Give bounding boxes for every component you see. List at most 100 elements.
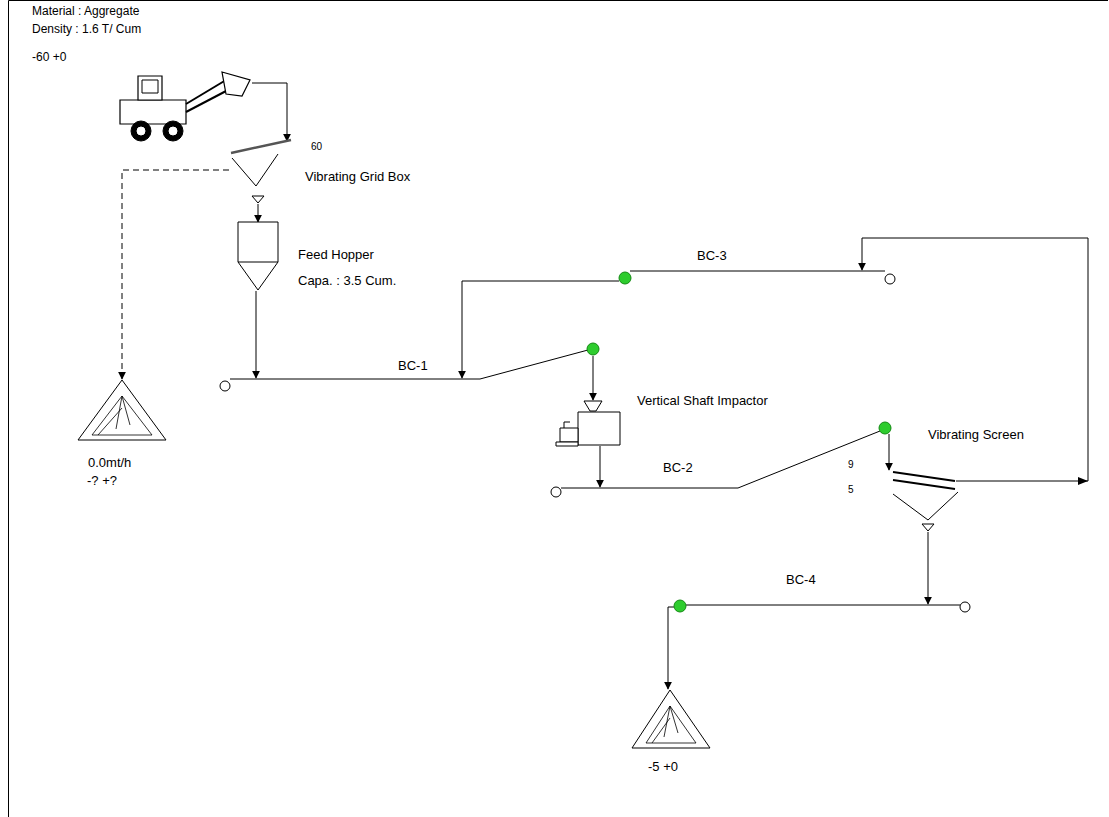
pulley-symbol	[220, 381, 230, 391]
shape-line	[98, 408, 122, 435]
pulley-symbol	[879, 422, 891, 434]
vibrating-screen: 95Vibrating Screen	[840, 428, 965, 530]
shape-line	[256, 154, 278, 186]
shape-line	[652, 718, 670, 743]
shape-outline	[632, 690, 710, 748]
stockpile: -5 +0	[628, 688, 714, 780]
stockpile: 0.0mt/h -? +?	[76, 378, 168, 490]
shape-outline	[142, 80, 158, 93]
shape-line	[738, 431, 880, 488]
shape-outline	[238, 222, 278, 290]
pulley-symbol	[960, 602, 970, 612]
flow-connector	[256, 291, 257, 378]
shape-outline	[222, 72, 250, 96]
pulley-symbol	[131, 121, 151, 141]
belt-conveyor-symbol	[615, 250, 900, 290]
capacity-label: Capa. : 3.5 Cum.	[298, 274, 396, 289]
pulley-symbol	[674, 600, 686, 612]
deck-size-number: 9	[848, 459, 854, 471]
equipment-label: Vibrating Grid Box	[305, 170, 410, 185]
pulley-symbol	[885, 274, 895, 284]
belt-conveyor: BC-1	[218, 340, 602, 394]
shape-line	[893, 472, 955, 481]
pulley-symbol	[619, 272, 631, 284]
feed-hopper-symbol	[236, 220, 280, 292]
vertical-shaft-impactor-symbol	[552, 398, 624, 446]
material-note: Material : Aggregate	[32, 5, 139, 19]
flow-connector	[462, 281, 619, 378]
belt-conveyor: BC-2	[550, 420, 892, 500]
shape-outline	[578, 412, 620, 445]
flow-rate-label: 0.0mt/h	[88, 456, 131, 471]
equipment-label: Vertical Shaft Impactor	[637, 394, 768, 409]
vibrating-grid-box: 60Vibrating Grid Box	[226, 136, 302, 206]
shape-outline	[556, 442, 578, 446]
frame-line	[8, 1, 9, 817]
deck-size-number: 5	[848, 484, 854, 496]
shape-line	[480, 350, 588, 379]
frame-line	[9, 0, 1109, 1]
belt-conveyor: BC-4	[660, 575, 975, 615]
wheel-loader-symbol	[112, 68, 254, 144]
shape-outline	[138, 76, 162, 100]
size-range-label: -5 +0	[648, 760, 678, 775]
pulley-symbol	[551, 487, 561, 497]
shape-line	[122, 396, 130, 425]
flow-connector	[600, 446, 601, 487]
shape-line	[893, 494, 928, 520]
shape-outline	[922, 524, 934, 531]
shape-line	[230, 379, 480, 380]
pulley-symbol	[587, 343, 599, 355]
shape-line	[564, 422, 570, 423]
belt-conveyor-symbol	[660, 575, 975, 615]
grid-size-number: 60	[311, 141, 322, 153]
shape-line	[928, 492, 958, 520]
feed-hopper: Feed HopperCapa. : 3.5 Cum.	[236, 220, 280, 292]
shape-line	[670, 706, 678, 733]
vertical-shaft-impactor: Vertical Shaft Impactor	[552, 398, 624, 446]
shape-outline	[120, 100, 186, 124]
shape-line	[630, 271, 885, 272]
shape-line	[232, 158, 256, 186]
flow-connector	[668, 607, 674, 689]
flow-connector	[862, 238, 1088, 481]
conveyor-label: BC-3	[697, 249, 727, 264]
vibrating-grid-box-symbol	[226, 136, 302, 206]
equipment-label: Vibrating Screen	[928, 428, 1024, 443]
belt-conveyor: BC-3	[615, 250, 900, 290]
vibrating-screen-symbol	[840, 428, 965, 530]
flow-connector	[593, 356, 594, 400]
size-range-label: -? +?	[87, 474, 117, 489]
shape-outline	[78, 380, 166, 440]
feed-size-label: -60 +0	[32, 51, 66, 65]
shape-line	[238, 262, 278, 263]
shape-line	[686, 605, 960, 606]
conveyor-label: BC-1	[398, 359, 428, 374]
shape-outline	[560, 428, 578, 442]
shape-line	[116, 396, 122, 429]
equipment-label: Feed Hopper	[298, 248, 374, 263]
shape-line	[564, 422, 565, 428]
flow-connector	[889, 434, 890, 470]
shape-line	[186, 90, 228, 112]
shape-outline	[646, 706, 696, 743]
shape-outline	[92, 396, 152, 435]
conveyor-label: BC-4	[786, 573, 816, 588]
conveyor-label: BC-2	[663, 461, 693, 476]
flow-connector	[122, 170, 229, 379]
pulley-symbol	[137, 127, 145, 135]
pulley-symbol	[169, 127, 177, 135]
shape-outline	[584, 401, 602, 411]
flow-connector	[252, 83, 287, 141]
flow-connector	[258, 204, 259, 222]
shape-line	[893, 480, 955, 489]
pulley-symbol	[163, 121, 183, 141]
shape-line	[231, 140, 291, 153]
wheel-loader: -60 +0	[112, 68, 254, 144]
shape-line	[561, 488, 738, 489]
belt-conveyor-symbol	[550, 420, 892, 500]
shape-outline	[252, 196, 264, 203]
material-note: Density : 1.6 T/ Cum	[32, 23, 141, 37]
flow-connector	[928, 532, 929, 604]
